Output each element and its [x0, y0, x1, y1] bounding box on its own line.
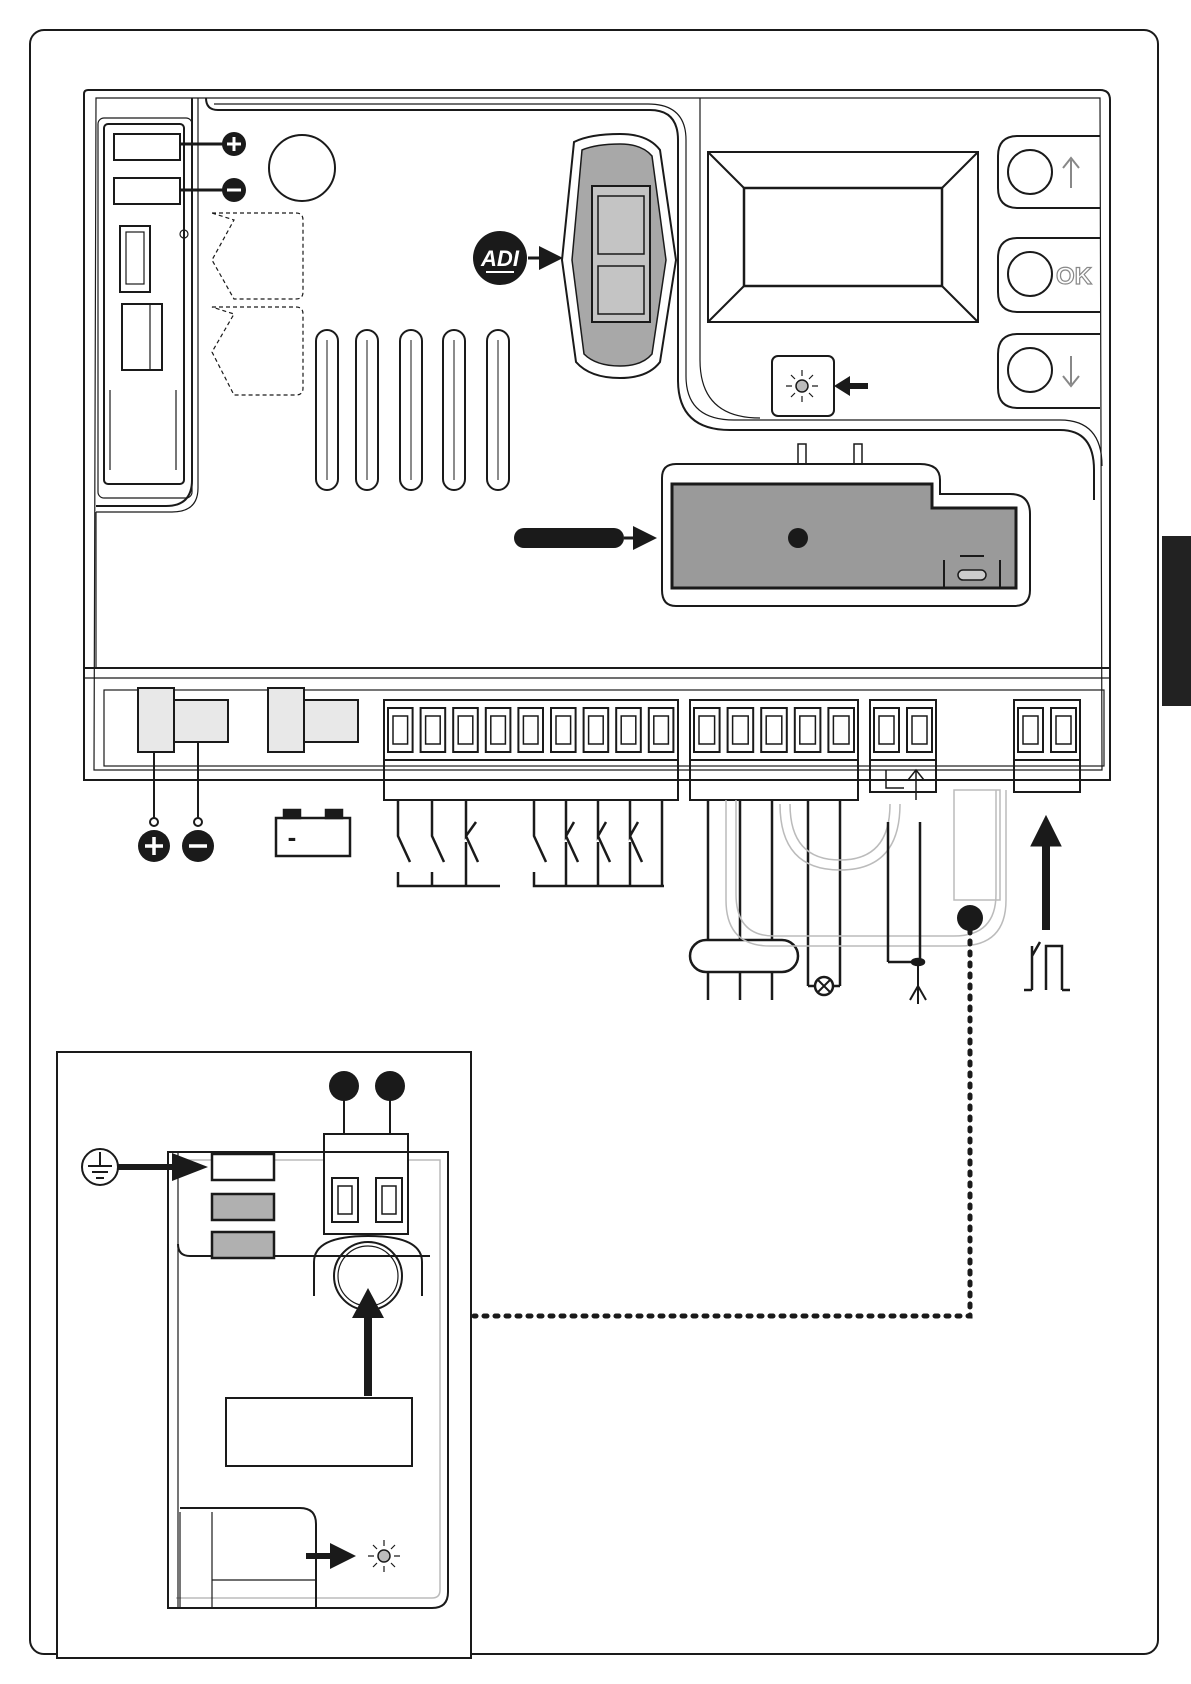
terminal-screw: [584, 708, 609, 752]
limit-switch-input: [1024, 816, 1070, 990]
status-led: [772, 356, 868, 416]
battery-power-symbols: [138, 742, 214, 862]
terminal-screw-slot: [833, 716, 849, 744]
terminal-screw-slot: [491, 716, 506, 744]
terminal-screw: [486, 708, 511, 752]
terminal-screw-slot: [733, 716, 749, 744]
terminal-screw: [1051, 708, 1076, 752]
terminal-screw: [761, 708, 787, 752]
terminal-screw: [795, 708, 821, 752]
ventilation-slots: [316, 330, 509, 490]
terminal-cells: [388, 708, 1076, 752]
arrow-down-icon: [1063, 356, 1079, 386]
optional-module-outline: [212, 213, 303, 395]
terminal-screw-slot: [912, 716, 927, 744]
terminal-screw-slot: [426, 716, 441, 744]
battery-icon: -: [276, 810, 350, 856]
terminal-screw-slot: [699, 716, 715, 744]
terminal-screw: [1018, 708, 1043, 752]
terminal-screw-slot: [458, 716, 473, 744]
display-window: [708, 152, 978, 322]
led-icon: [796, 380, 808, 392]
terminal-screw: [518, 708, 543, 752]
detail-label-box: [226, 1398, 412, 1466]
terminal-screw-slot: [393, 716, 408, 744]
adi-logo-text: ADI: [480, 246, 520, 271]
terminal-screw: [828, 708, 854, 752]
antenna-terminal: [886, 770, 926, 1004]
terminal-screw-slot: [879, 716, 894, 744]
terminal-screw-slot: [766, 716, 782, 744]
terminal-screw-slot: [523, 716, 538, 744]
ok-button[interactable]: OK: [1008, 252, 1093, 296]
terminal-screw: [453, 708, 478, 752]
terminal-screw-slot: [589, 716, 604, 744]
detail-led-icon: [378, 1550, 390, 1562]
antenna-icon: [910, 962, 926, 1004]
motor-cable-section: [690, 800, 840, 1000]
arrow-up-icon: [1063, 158, 1079, 188]
terminal-screw-slot: [1056, 716, 1071, 744]
left-connector-slots: [110, 134, 188, 470]
terminal-screw-slot: [621, 716, 636, 744]
up-button[interactable]: [1008, 150, 1079, 194]
terminal-screw: [551, 708, 576, 752]
terminal-screw: [616, 708, 641, 752]
terminal-screw: [874, 708, 899, 752]
terminal-screw-slot: [800, 716, 816, 744]
battery-minus-label: -: [288, 822, 297, 852]
terminal-screw-slot: [556, 716, 571, 744]
down-button[interactable]: [1008, 348, 1079, 392]
terminal-screw: [388, 708, 413, 752]
terminal-screw: [649, 708, 674, 752]
detail-inset: [57, 1052, 471, 1658]
terminal-screw: [907, 708, 932, 752]
buzzer-terminals: [180, 132, 335, 202]
buzzer-circle: [269, 135, 335, 201]
terminal-screw: [728, 708, 754, 752]
terminal-screw: [694, 708, 720, 752]
terminal-screw-slot: [654, 716, 669, 744]
ok-button-label: OK: [1056, 263, 1093, 290]
terminal-screw-slot: [1023, 716, 1038, 744]
receiver-module: [514, 444, 1030, 606]
terminal-screw: [421, 708, 446, 752]
terminal-block-inputs: [384, 700, 1080, 800]
input-switch-contacts: [398, 800, 664, 886]
adi-connector: ADI: [473, 134, 676, 378]
